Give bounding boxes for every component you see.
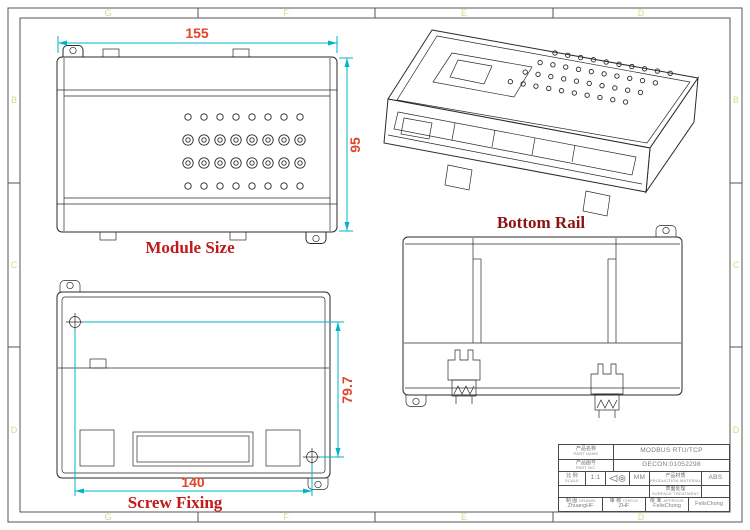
mounting-hole [412,397,420,406]
approve2-cell: FelixChong [688,498,729,511]
mounting-ear [655,225,677,237]
check-cell: 审 核 CHECK ZHF [602,498,645,511]
din-clip [590,363,624,419]
screw-hole [302,447,322,467]
scale-value: 1:1 [590,474,601,482]
mounting-ear [307,478,329,490]
part-no-value-cell: GECON:01052298 [613,459,729,472]
material-value: ABS [708,474,723,482]
surface-label-cn: 表面处理 [665,485,686,492]
approve-name: FelixChong [653,503,681,510]
scale-label-en: SCALE [564,478,580,484]
surface-value-cell [701,485,729,498]
din-clip [447,349,481,405]
mounting-ear [305,232,327,244]
dim-module-height: 95 [347,137,363,153]
empty-cell [559,486,649,498]
material-label-en: PRODUCTION MATERIAL [649,478,701,484]
material-label: 产品材质 PRODUCTION MATERIAL [649,472,701,485]
zone-label: B [733,95,739,105]
terminal-holes [182,113,306,190]
zone-label: G [104,8,111,18]
zone-label: F [283,512,289,522]
zone-label: D [638,512,645,522]
zone-label: D [638,8,645,18]
bottom-rail-label: Bottom Rail [497,213,586,232]
check-label-en: CHECK [623,498,639,504]
part-name-label-en: PART NAME [573,451,599,457]
drawn-cell: 制 图 DRAWN ZhuangHF [559,498,602,511]
mounting-ear [405,395,427,407]
projection-symbol-cell [605,472,629,485]
mounting-ear [62,45,84,57]
screw-fixing-view [56,280,331,490]
mounting-hole [69,46,77,55]
unit-value-cell: MM [629,472,649,485]
check-label-cn: 审 核 [609,498,622,505]
dim-screw-height: 79.7 [339,376,355,403]
scale-label: 比 例 SCALE [559,472,585,485]
dim-module-width: 155 [185,25,209,41]
drawn-name: ZhuangHF [567,503,594,510]
zone-label: E [461,8,467,18]
part-no-label-cn: 产品图号 [575,459,596,466]
bottom-rail-side-view [402,225,683,419]
zone-label: D [11,425,18,435]
mounting-hole [312,234,320,243]
zone-label: G [104,512,111,522]
din-foot [444,164,473,191]
zone-label: C [11,260,18,270]
projection-angle-icon [608,474,625,483]
part-no-label: 产品图号 PART NO. [559,460,613,472]
unit-value: MM [633,474,646,482]
zone-label: C [733,260,740,270]
drawn-label-cn: 制 图 [565,498,578,505]
zone-label: F [283,8,289,18]
part-name-label: 产品名称 PART NAME [559,445,613,459]
material-label-cn: 产品材质 [665,472,686,479]
part-no-label-en: PART NO. [575,464,597,470]
material-value-cell: ABS [701,472,729,485]
title-block: 产品名称 PART NAME MODBUS RTU/TCP 产品图号 PART … [558,444,730,512]
zone-label: D [733,425,740,435]
scale-label-cn: 比 例 [566,472,578,479]
zone-label: E [461,512,467,522]
module-size-label: Module Size [145,238,235,257]
mounting-hole [314,480,322,489]
part-name-label-cn: 产品名称 [575,446,596,453]
approve-label-en: APPROVE [663,498,685,504]
surface-label-en: SURFACE TREATMENT [651,491,700,497]
module-size-view [56,45,338,244]
screw-fixing-label: Screw Fixing [128,493,223,512]
surface-label: 表面处理 SURFACE TREATMENT [649,485,701,498]
mounting-hole [66,281,74,290]
part-name-value: MODBUS RTU/TCP [640,447,703,455]
bottom-rail-view [383,29,699,217]
module-size-dimensions: 155 95 [57,25,363,232]
screw-fixing-dimensions: 140 79.7 [74,321,355,496]
approve-cell: 核 准 APPROVE FelixChong [645,498,688,511]
dim-screw-width: 140 [181,474,205,490]
scale-value-cell: 1:1 [585,472,605,485]
part-name-value-cell: MODBUS RTU/TCP [613,445,729,459]
mounting-hole [662,226,670,235]
part-no-value: GECON:01052298 [642,460,701,468]
sheet-frame: G F E D G F E D B C D B C D [7,7,743,523]
zone-label: B [11,95,17,105]
screw-hole [65,312,85,332]
mounting-ear [59,280,81,292]
din-foot [582,190,611,217]
approve-label-cn: 核 准 [649,498,662,505]
check-name: ZHF [618,503,630,510]
drawn-label-en: DRAWN [579,498,596,504]
approve2-name: FelixChong [695,500,723,507]
